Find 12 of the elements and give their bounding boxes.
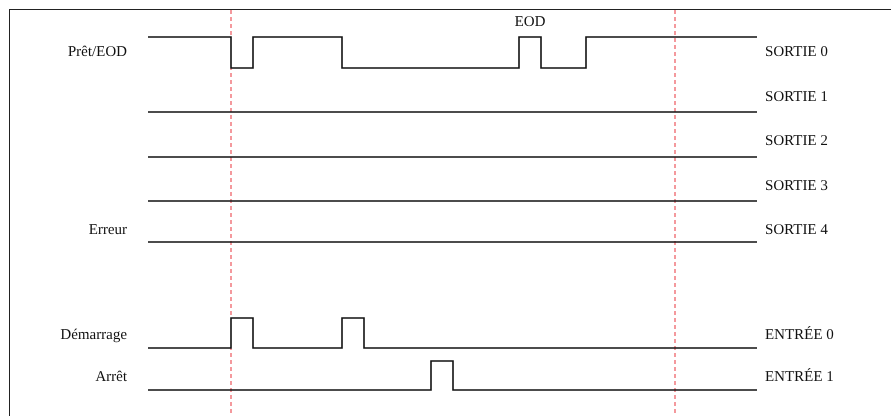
output-label: SORTIE 4 (765, 221, 828, 239)
input-label: ENTRÉE 1 (765, 368, 834, 386)
output-label: SORTIE 3 (765, 177, 828, 195)
input-label: ENTRÉE 0 (765, 326, 834, 344)
output-label: SORTIE 0 (765, 43, 828, 61)
signal-name: Démarrage (60, 326, 127, 344)
signal-name: Arrêt (95, 368, 127, 386)
output-label: SORTIE 2 (765, 132, 828, 150)
output-label: SORTIE 1 (765, 88, 828, 106)
pulse-label: EOD (514, 13, 546, 31)
signal-name: Prêt/EOD (68, 43, 127, 61)
signal-name: Erreur (88, 221, 127, 239)
